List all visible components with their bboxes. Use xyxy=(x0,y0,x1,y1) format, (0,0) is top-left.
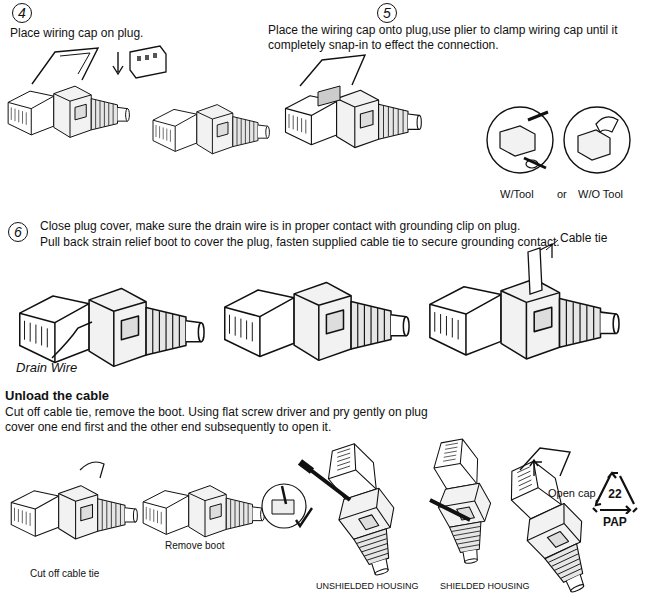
step-number-circle: 4 xyxy=(12,3,32,23)
section-text: Cut off cable tie, remove the boot. Usin… xyxy=(5,405,445,435)
tool-label: W/O Tool xyxy=(578,188,644,202)
line-art xyxy=(318,86,340,106)
line-art xyxy=(282,486,286,504)
line-art xyxy=(430,279,619,359)
line-art xyxy=(32,48,98,84)
image-caption: Open cap xyxy=(548,487,608,501)
line-art xyxy=(137,53,157,61)
image-caption: UNSHIELDED HOUSING xyxy=(316,581,456,592)
image-caption: SHIELDED HOUSING xyxy=(440,581,570,592)
line-art xyxy=(300,462,312,471)
line-art xyxy=(487,107,553,173)
line-art xyxy=(130,46,166,78)
line-art xyxy=(564,107,630,173)
line-art xyxy=(578,130,610,160)
line-art xyxy=(498,454,607,594)
line-art xyxy=(526,160,538,168)
tool-label: W/Tool xyxy=(500,188,550,202)
line-art xyxy=(52,322,92,358)
tool-label: or xyxy=(557,188,577,202)
line-art xyxy=(430,500,470,520)
line-art xyxy=(318,438,412,581)
line-art xyxy=(143,486,264,537)
part-label: Drain Wire xyxy=(16,360,106,376)
line-art xyxy=(11,486,137,539)
line-art xyxy=(8,86,129,137)
image-caption: Cut off cable tie xyxy=(30,568,140,581)
line-art xyxy=(500,126,535,156)
line-art xyxy=(262,484,306,528)
line-art xyxy=(300,55,365,86)
part-label: Cable tie xyxy=(560,231,640,246)
line-art xyxy=(60,53,90,74)
section-heading: Unload the cable xyxy=(5,388,225,404)
step-number: 5 xyxy=(383,6,391,20)
material-code: PAP xyxy=(590,516,640,528)
line-art xyxy=(272,500,294,514)
line-art xyxy=(596,117,618,132)
line-art xyxy=(318,438,412,581)
step-number: 6 xyxy=(14,225,22,239)
line-art xyxy=(530,460,542,476)
step-text: Place the wiring cap onto plug,use plier… xyxy=(268,23,648,53)
line-art xyxy=(427,436,500,567)
step-number: 4 xyxy=(18,6,26,20)
step-text: Pull back strain relief boot to cover th… xyxy=(40,235,645,250)
recycle-symbol: 22PAP xyxy=(590,470,640,534)
line-art xyxy=(225,282,409,360)
line-art xyxy=(520,448,570,476)
line-art xyxy=(20,288,204,366)
line-art xyxy=(153,105,269,154)
line-art xyxy=(296,508,312,526)
line-art xyxy=(528,248,542,294)
step-number-circle: 6 xyxy=(8,222,28,242)
line-art xyxy=(286,90,422,147)
recycle-code: 22 xyxy=(590,488,640,500)
step-number-circle: 5 xyxy=(377,3,397,23)
line-art xyxy=(308,468,350,500)
line-art xyxy=(113,52,123,74)
step-text: Close plug cover, make sure the drain wi… xyxy=(40,219,645,234)
line-art xyxy=(524,112,548,168)
line-art xyxy=(427,436,500,567)
line-art xyxy=(498,454,607,594)
step-text: Place wiring cap on plug. xyxy=(10,26,260,41)
line-art xyxy=(80,462,104,478)
image-caption: Remove boot xyxy=(165,540,255,553)
